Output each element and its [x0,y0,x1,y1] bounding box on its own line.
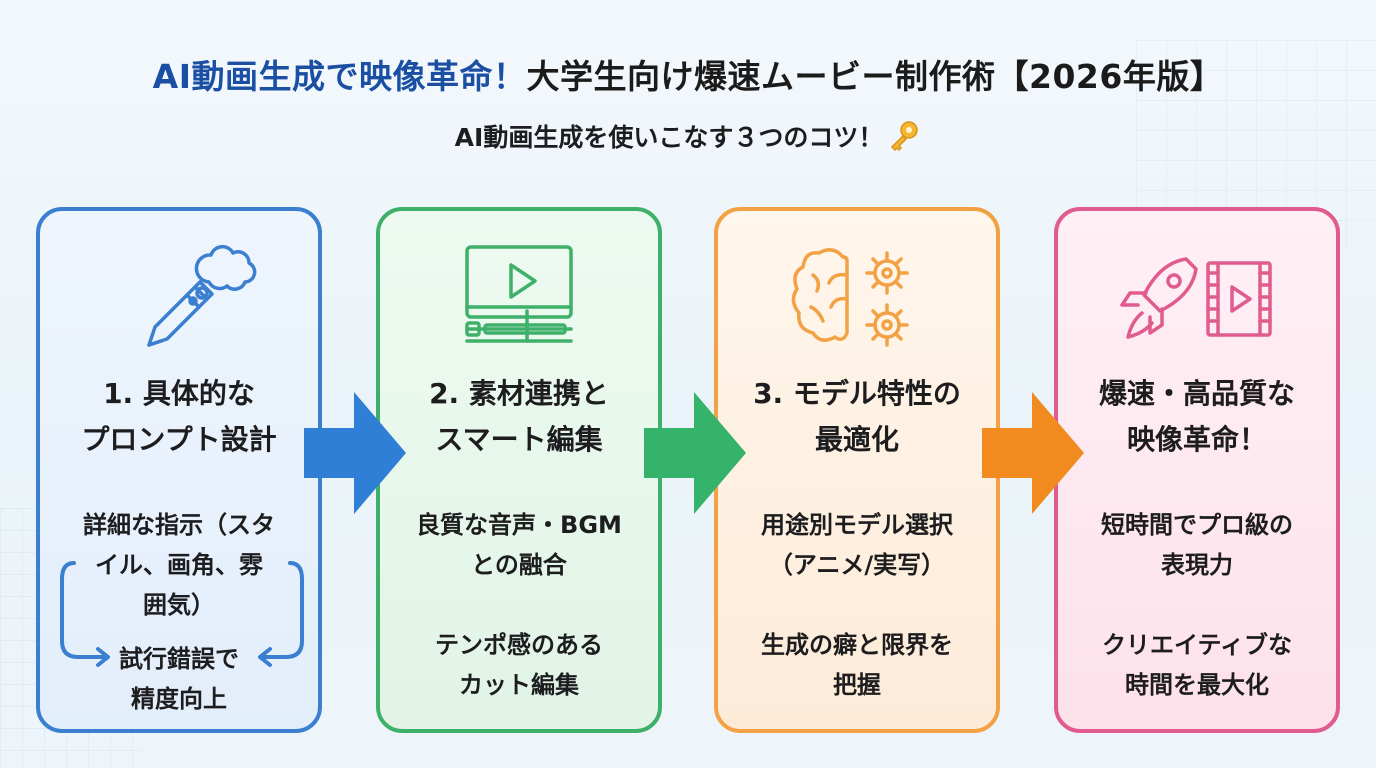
result-card: 爆速・高品質な 映像革命！ 短時間でプロ級の 表現力 クリエイティブな 時間を最… [1054,207,1340,733]
step3-detail-line2: （アニメ/実写） [768,551,946,579]
result-detail-line2: 表現力 [1161,551,1233,579]
step3-card: 3. モデル特性の 最適化 用途別モデル選択 （アニメ/実写） 生成の癖と限界を… [714,207,1000,733]
step2-heading-line1: 2. 素材連携と [429,377,609,410]
result-detail-line3: クリエイティブな [1101,631,1293,659]
key-icon [887,119,921,159]
step1-heading-line1: 1. 具体的な [103,377,255,410]
flow-arrow-1 [304,392,406,514]
step1-detail-line3: 囲気） [143,591,215,619]
result-heading-line1: 爆速・高品質な [1098,377,1295,410]
step3-detail-line3: 生成の癖と限界を [761,631,953,659]
brain-gears-icon [718,241,996,361]
step3-heading-line1: 3. モデル特性の [753,377,961,410]
iteration-loop-icon [60,561,304,667]
step2-card: 2. 素材連携と スマート編集 良質な音声・BGM との融合 テンポ感のある カ… [376,207,662,733]
step3-heading-line2: 最適化 [814,423,899,456]
step2-detail-line2: との融合 [471,551,567,579]
page-title: AI動画生成で映像革命！大学生向け爆速ムービー制作術【2026年版】 [0,50,1376,98]
flow-arrow-3 [982,392,1084,514]
subtitle-text: AI動画生成を使いこなす３つのコツ！ [454,123,884,152]
step1-detail-line2: イル、画角、雰 [95,551,263,579]
video-editor-icon [380,241,658,361]
step3-detail-line4: 把握 [833,671,881,699]
result-detail-line4: 時間を最大化 [1125,671,1269,699]
step1-detail-line5: 精度向上 [131,685,227,713]
step2-heading-line2: スマート編集 [435,423,603,456]
step1-heading-line2: プロンプト設計 [81,423,277,456]
step2-detail-line1: 良質な音声・BGM [416,511,622,539]
step2-detail-line4: カット編集 [459,671,579,699]
title-highlight: AI動画生成で映像革命！ [152,57,527,96]
step2-detail-line3: テンポ感のある [435,631,603,659]
step3-detail-line1: 用途別モデル選択 [761,511,953,539]
rocket-film-icon [1058,241,1336,361]
step1-card: 1. 具体的な プロンプト設計 詳細な指示（スタ イル、画角、雰 囲気） 試行錯… [36,207,322,733]
pencil-thought-icon [40,241,318,361]
result-heading-line2: 映像革命！ [1126,423,1267,456]
page-subtitle: AI動画生成を使いこなす３つのコツ！ [0,118,1376,159]
title-rest: 大学生向け爆速ムービー制作術【2026年版】 [526,57,1224,96]
result-detail-line1: 短時間でプロ級の [1101,511,1293,539]
step1-detail-line1: 詳細な指示（スタ [83,511,275,539]
flow-arrow-2 [644,392,746,514]
step1-detail-line4: 試行錯誤で [119,645,239,673]
